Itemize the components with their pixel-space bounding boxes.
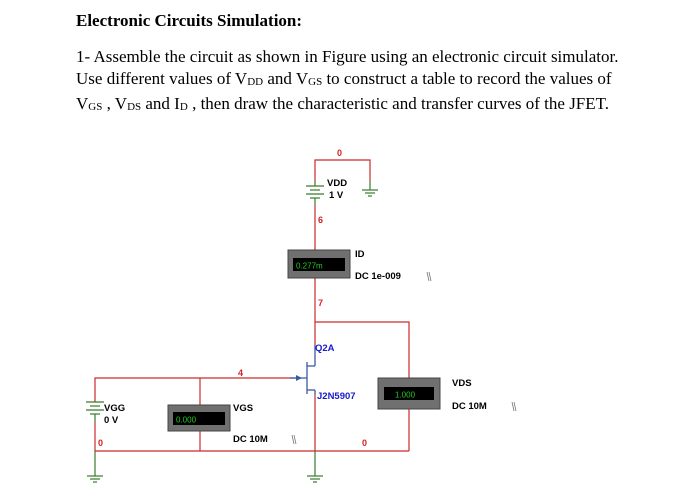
voltmeter-vds: 1.000 xyxy=(377,377,441,410)
vdd-value: 1 V xyxy=(329,190,344,201)
id-meter-mode: DC 1e-009 xyxy=(355,271,401,282)
id-meter-reading: 0.277m xyxy=(296,262,323,271)
id-meter-name: ID xyxy=(355,249,365,260)
net-label-top-0: 0 xyxy=(337,148,342,158)
vds-meter-name: VDS xyxy=(452,378,472,389)
subscript-gs: GS xyxy=(308,76,323,88)
probe-glyph-icon xyxy=(291,434,295,445)
probe-glyph-icon xyxy=(428,271,432,282)
vgg-value: 0 V xyxy=(104,415,119,426)
text-fragment: to construct a table to record the value… xyxy=(322,69,612,88)
instruction-line-3: VGS , VDS and ID , then draw the charact… xyxy=(76,93,686,118)
instruction-paragraph: 1- Assemble the circuit as shown in Figu… xyxy=(76,46,686,118)
ground-icon xyxy=(87,451,103,483)
text-fragment: and I xyxy=(141,94,180,113)
subscript-d: D xyxy=(179,101,188,113)
vds-meter-reading: 1.000 xyxy=(395,391,416,400)
probe-glyph-icon xyxy=(513,401,517,412)
wires xyxy=(94,159,410,452)
instruction-line-2: Use different values of VDD and VGS to c… xyxy=(76,68,686,93)
battery-icon xyxy=(86,401,104,422)
jfet-icon xyxy=(290,345,316,395)
vgs-meter-mode: DC 10M xyxy=(233,434,268,445)
text-fragment: Use different values of V xyxy=(76,69,248,88)
wire-gate-to-vgg xyxy=(94,377,301,402)
wire-vdd-top xyxy=(314,159,371,181)
net-label-4: 4 xyxy=(238,368,243,378)
vgs-meter-reading: 0.000 xyxy=(176,416,197,425)
probe-glyphs xyxy=(291,271,517,445)
battery-icon xyxy=(306,181,324,205)
transistor-model: J2N5907 xyxy=(317,391,356,402)
vds-meter-mode: DC 10M xyxy=(452,401,487,412)
ground-icon xyxy=(307,451,323,483)
ammeter-id: 0.277m xyxy=(287,249,351,279)
subscript-dd: DD xyxy=(247,76,264,88)
net-label-left-0: 0 xyxy=(98,438,103,448)
ground-icon xyxy=(362,181,378,197)
subscript-gs: GS xyxy=(88,101,103,113)
ground-symbols xyxy=(87,181,378,483)
section-heading: Electronic Circuits Simulation: xyxy=(76,11,303,30)
instruction-line-1: 1- Assemble the circuit as shown in Figu… xyxy=(76,47,619,66)
probe-glyph-icon xyxy=(293,434,297,445)
text-fragment: , then draw the characteristic and trans… xyxy=(187,94,610,113)
text-fragment: V xyxy=(76,94,89,113)
voltmeter-vgs: 0.000 xyxy=(167,404,231,432)
wire-drain-to-vds xyxy=(315,321,410,378)
vgg-name: VGG xyxy=(104,403,125,414)
text-fragment: and V xyxy=(263,69,309,88)
transistor-ref: Q2A xyxy=(315,343,335,354)
probe-glyph-icon xyxy=(426,271,430,282)
probe-glyph-icon xyxy=(511,401,515,412)
net-label-6: 6 xyxy=(318,215,323,225)
subscript-ds: DS xyxy=(127,101,142,113)
net-label-bottom-0: 0 xyxy=(362,438,367,448)
text-fragment: , V xyxy=(102,94,128,113)
vgs-meter-name: VGS xyxy=(233,403,253,414)
net-label-7: 7 xyxy=(318,298,323,308)
vdd-name: VDD xyxy=(327,178,347,189)
